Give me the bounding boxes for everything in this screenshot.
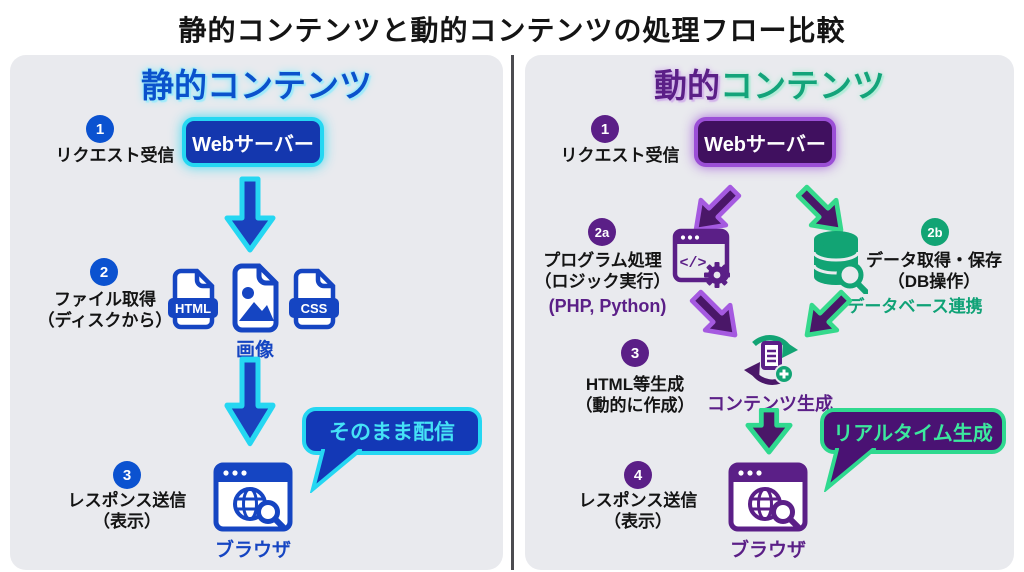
static-step3-label: レスポンス送信 （表示） bbox=[37, 491, 217, 532]
css-file-icon: CSS bbox=[289, 268, 339, 330]
dynamic-speech-bubble: リアルタイム生成 bbox=[820, 408, 1006, 454]
converge-arrow-left-icon bbox=[689, 289, 738, 338]
dynamic-heading-part2: コンテンツ bbox=[720, 67, 885, 104]
dynamic-step1-label: リクエスト受信 bbox=[560, 146, 680, 165]
dynamic-heading: 動的コンテンツ bbox=[525, 59, 1014, 107]
static-step1-label: リクエスト受信 bbox=[55, 146, 175, 165]
dynamic-step1-number: 1 bbox=[600, 120, 610, 138]
dynamic-step4-line2: （表示） bbox=[604, 511, 672, 531]
branch-2a-badge: 2a bbox=[588, 218, 616, 246]
dynamic-step4-line1: レスポンス送信 bbox=[578, 491, 698, 510]
code-window-gear-icon: </> bbox=[672, 228, 730, 288]
branch-2b-label: データ取得・保存 （DB操作） bbox=[855, 251, 1013, 292]
html-file-label: HTML bbox=[175, 301, 211, 316]
dynamic-step1-badge: 1 bbox=[591, 115, 619, 143]
static-browser-caption: ブラウザ bbox=[214, 540, 291, 561]
converge-arrow-right-icon bbox=[804, 289, 853, 338]
branch-2b-tech: データベース連携 bbox=[847, 297, 983, 316]
static-heading: 静的コンテンツ bbox=[141, 67, 372, 104]
diagonal-arrow-right-icon bbox=[795, 184, 844, 233]
dynamic-step4-badge: 4 bbox=[624, 461, 652, 489]
static-content-panel: 静的コンテンツ 1 リクエスト受信 Webサーバー 2 ファイル取得 （ディスク… bbox=[10, 55, 503, 570]
diagonal-arrow-left-icon bbox=[693, 184, 742, 233]
panel-divider bbox=[511, 55, 514, 570]
browser-globe-search-icon bbox=[213, 462, 293, 532]
static-step2-number: 2 bbox=[99, 263, 109, 281]
image-file-icon bbox=[232, 263, 279, 333]
down-arrow-icon bbox=[745, 408, 793, 455]
down-arrow-icon bbox=[224, 356, 276, 447]
page-title: 静的コンテンツと動的コンテンツの処理フロー比較 bbox=[178, 15, 846, 46]
branch-2a-label: プログラム処理 （ロジック実行） bbox=[525, 251, 680, 292]
static-step2-line1: ファイル取得 bbox=[54, 290, 156, 309]
static-speech-bubble: そのまま配信 bbox=[302, 407, 482, 455]
svg-text:</>: </> bbox=[679, 255, 706, 272]
dynamic-heading-part1: 動的 bbox=[654, 67, 720, 104]
static-step1-number: 1 bbox=[95, 120, 105, 138]
branch-2a-tech: (PHP, Python) bbox=[548, 296, 667, 316]
dynamic-bubble-tail bbox=[824, 448, 876, 492]
content-generation-caption: コンテンツ生成 bbox=[707, 394, 833, 414]
static-step2-line2: （ディスクから） bbox=[37, 310, 173, 330]
static-step3-line1: レスポンス送信 bbox=[67, 491, 187, 510]
dynamic-bubble-label: リアルタイム生成 bbox=[833, 422, 993, 445]
dynamic-content-panel: 動的コンテンツ 1 リクエスト受信 Webサーバー 2a プログラム処理 （ロジ… bbox=[525, 55, 1014, 570]
down-arrow-icon bbox=[224, 176, 276, 253]
dynamic-step4-number: 4 bbox=[633, 466, 643, 484]
dynamic-step3-line1: HTML等生成 bbox=[585, 375, 685, 394]
dynamic-step3-label: HTML等生成 （動的に作成） bbox=[550, 375, 720, 416]
browser-globe-search-icon bbox=[728, 462, 808, 532]
static-step2-label: ファイル取得 （ディスクから） bbox=[20, 290, 190, 331]
dynamic-step3-badge: 3 bbox=[621, 339, 649, 367]
static-step3-badge: 3 bbox=[113, 461, 141, 489]
static-web-server: Webサーバー bbox=[182, 117, 324, 167]
branch-2a-line2: （ロジック実行） bbox=[534, 271, 671, 291]
static-bubble-label: そのまま配信 bbox=[329, 421, 455, 444]
static-step3-line2: （表示） bbox=[93, 511, 161, 531]
branch-2b-line2: （DB操作） bbox=[887, 271, 981, 291]
branch-2b-badge: 2b bbox=[921, 218, 949, 246]
dynamic-browser-caption: ブラウザ bbox=[729, 540, 806, 561]
dynamic-step3-number: 3 bbox=[630, 344, 640, 362]
static-web-server-label: Webサーバー bbox=[192, 133, 314, 156]
branch-2b-line1: データ取得・保存 bbox=[866, 251, 1002, 270]
static-step1-badge: 1 bbox=[86, 115, 114, 143]
html-file-icon: HTML bbox=[168, 268, 218, 330]
static-bubble-tail bbox=[310, 449, 362, 493]
css-file-label: CSS bbox=[301, 301, 328, 316]
refresh-document-plus-icon bbox=[744, 335, 798, 385]
dynamic-web-server: Webサーバー bbox=[694, 117, 836, 167]
branch-2a-number: 2a bbox=[594, 224, 610, 240]
database-search-icon bbox=[812, 231, 868, 294]
branch-2b-number: 2b bbox=[927, 224, 943, 240]
static-step2-badge: 2 bbox=[90, 258, 118, 286]
branch-2a-line1: プログラム処理 bbox=[543, 251, 662, 270]
static-step3-number: 3 bbox=[122, 466, 132, 484]
image-caption: 画像 bbox=[235, 340, 274, 361]
dynamic-step3-line2: （動的に作成） bbox=[575, 395, 695, 415]
dynamic-step4-label: レスポンス送信 （表示） bbox=[548, 491, 728, 532]
dynamic-web-server-label: Webサーバー bbox=[704, 133, 826, 156]
